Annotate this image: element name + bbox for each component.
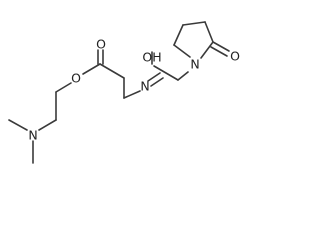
bond-ester-o-carbonyl: [82, 63, 101, 75]
bond-ch2-ester-o: [55, 82, 72, 93]
molecule-structure-diagram: O O N OH N O N: [8, 21, 240, 164]
bond-imine-double-2: [147, 72, 161, 82]
bond-methyl-left: [8, 119, 28, 131]
bond-ch2-imine-n: [123, 90, 141, 99]
atom-imine-nitrogen: N: [140, 79, 149, 94]
bonds: [8, 21, 230, 164]
atom-ester-oxygen: O: [71, 71, 81, 86]
atom-hydroxyl: OH: [142, 50, 161, 65]
bond-ring-n-c5: [173, 44, 191, 58]
bond-ring-carbonyl-double-1: [212, 41, 230, 52]
bond-ring-c4-c3: [182, 21, 206, 26]
bond-ch2-ring-n: [177, 71, 189, 81]
bond-amine-ch2: [38, 119, 57, 131]
atom-ring-nitrogen: N: [190, 57, 199, 72]
bond-c-ch2: [153, 65, 179, 81]
atom-ring-carbonyl-oxygen: O: [230, 49, 240, 64]
bond-ring-c5-c4: [173, 24, 184, 46]
bond-imine-double-1: [150, 77, 164, 87]
atom-labels: O O N OH N O N: [28, 37, 240, 143]
atom-ester-carbonyl-oxygen: O: [96, 37, 106, 52]
atom-amine-nitrogen: N: [28, 128, 37, 143]
bond-ring-carbonyl-double-2: [210, 46, 228, 57]
bond-carbonyl-ch2: [99, 63, 125, 79]
bond-ring-c3-c2: [204, 21, 214, 43]
bond-ring-c2-n: [200, 41, 214, 59]
